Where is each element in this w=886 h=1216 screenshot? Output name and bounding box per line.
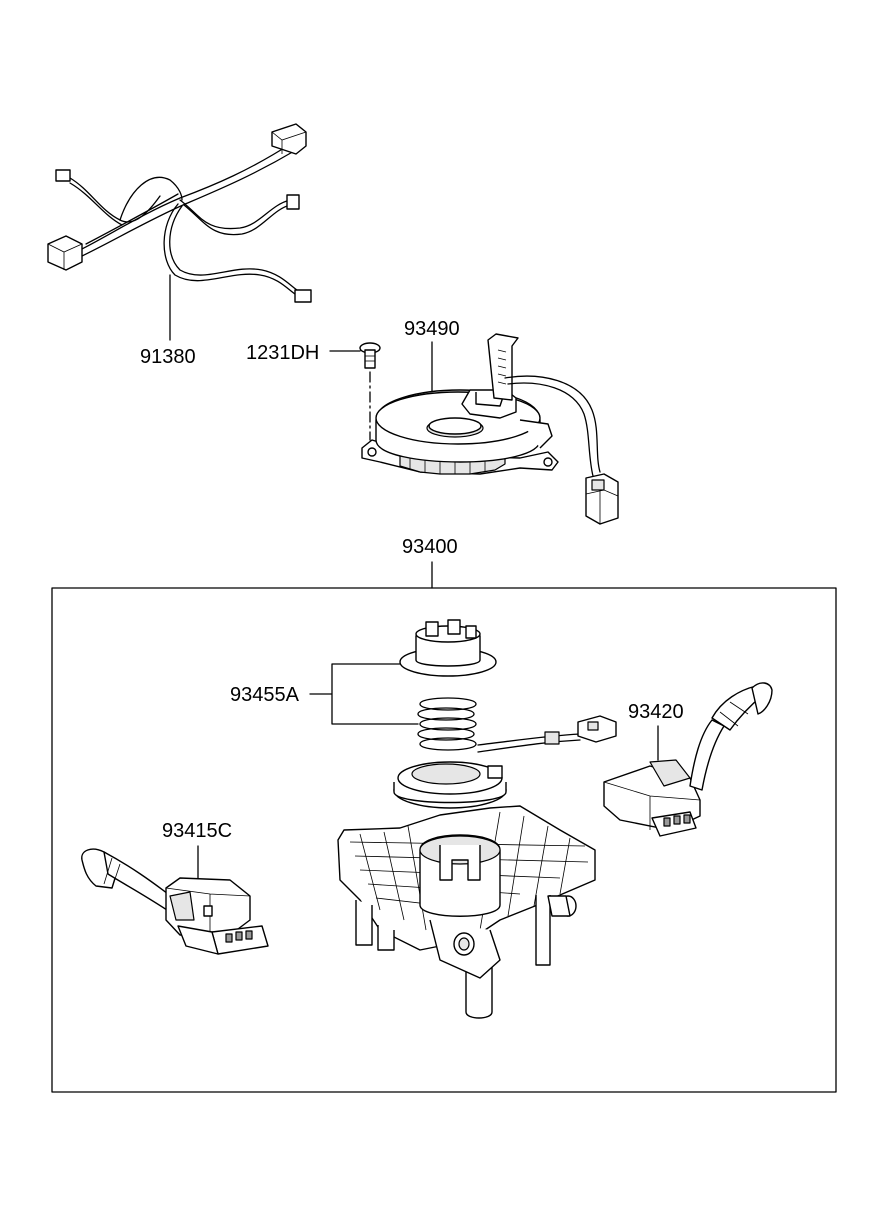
contact-ring[interactable]: [393, 761, 507, 809]
assembly-box-93400: [51, 587, 837, 1093]
horn-cable[interactable]: [477, 715, 617, 753]
cancel-cam-93455A[interactable]: [399, 619, 497, 677]
spring[interactable]: [417, 697, 477, 751]
label-93490: 93490: [404, 318, 460, 340]
label-91380: 91380: [140, 346, 196, 368]
label-93455A: 93455A: [230, 684, 300, 706]
label-93420: 93420: [628, 701, 684, 723]
label-93400: 93400: [402, 536, 458, 558]
wiper-switch-93420[interactable]: [603, 682, 773, 837]
clock-spring-93490[interactable]: [361, 333, 619, 525]
screw-1231DH[interactable]: [359, 342, 381, 369]
light-switch-93415C[interactable]: [81, 848, 269, 955]
switch-body[interactable]: [337, 805, 596, 1019]
leader-93455A: [309, 663, 419, 725]
label-1231DH: 1231DH: [246, 342, 319, 364]
wiring-harness-91380[interactable]: [47, 123, 312, 303]
label-93415C: 93415C: [162, 820, 232, 842]
